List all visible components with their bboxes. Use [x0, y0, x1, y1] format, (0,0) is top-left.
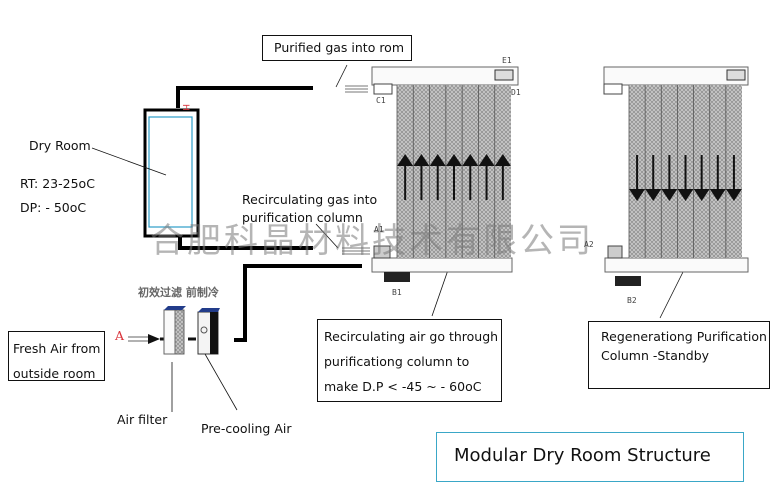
- callout-text: Recirculating air go through: [324, 329, 499, 344]
- dry-room-outer: [143, 108, 200, 238]
- inlet-marker: A: [115, 328, 125, 343]
- callout-text: Regenerationg Purification: [601, 329, 767, 344]
- tag-c1: C1: [376, 96, 386, 105]
- air-filter-unit: [163, 306, 186, 355]
- fresh-air-inlet-arrow: [128, 334, 196, 344]
- recirc-gas-label-1: Recirculating gas into: [242, 192, 378, 207]
- callout-fresh-air: Fresh Air from outside room: [8, 331, 105, 381]
- recirc-gas-label-2: purification column: [242, 210, 363, 225]
- tag-b1: B1: [392, 288, 402, 297]
- standby-column: [603, 66, 749, 286]
- callout-text: Column -Standby: [601, 348, 710, 363]
- callout-text: Fresh Air from: [13, 341, 101, 356]
- callout-text: Purified gas into rom: [274, 40, 405, 55]
- pre-cooling-label: Pre-cooling Air: [201, 421, 292, 436]
- active-column: [342, 66, 519, 282]
- chinese-component-labels: 初效过滤 前制冷: [138, 286, 219, 299]
- tag-a1: A1: [374, 225, 384, 234]
- tag-a2: A2: [584, 240, 594, 249]
- pre-cooling-unit: [197, 308, 220, 355]
- dew-point-label: DP: - 50oC: [20, 200, 87, 215]
- return-pipe: [178, 237, 313, 250]
- tag-b2: B2: [627, 296, 637, 305]
- callout-text: make D.P < -45 ~ - 60oC: [324, 379, 482, 394]
- supply-pipe: [176, 86, 313, 108]
- dry-room-label: Dry Room: [29, 138, 91, 153]
- fresh-air-pipe: [234, 264, 362, 342]
- callout-regenerating: Regenerationg Purification Column -Stand…: [588, 321, 770, 389]
- callout-purified-gas: Purified gas into rom: [262, 35, 412, 61]
- tag-e1: E1: [502, 56, 512, 65]
- dry-room-inner: [148, 116, 193, 228]
- tag-d1: D1: [511, 88, 521, 97]
- dry-room-marker: H: [179, 104, 190, 111]
- callout-text: outside room: [13, 366, 96, 381]
- diagram-title: Modular Dry Room Structure: [436, 432, 744, 482]
- callout-text: purificationg column to: [324, 354, 470, 369]
- air-filter-label: Air filter: [117, 412, 168, 427]
- watermark: 合肥科晶材料技术有限公司: [150, 221, 594, 261]
- room-temperature-label: RT: 23-25oC: [20, 176, 95, 191]
- callout-recirculating-air: Recirculating air go through purificatio…: [317, 319, 502, 402]
